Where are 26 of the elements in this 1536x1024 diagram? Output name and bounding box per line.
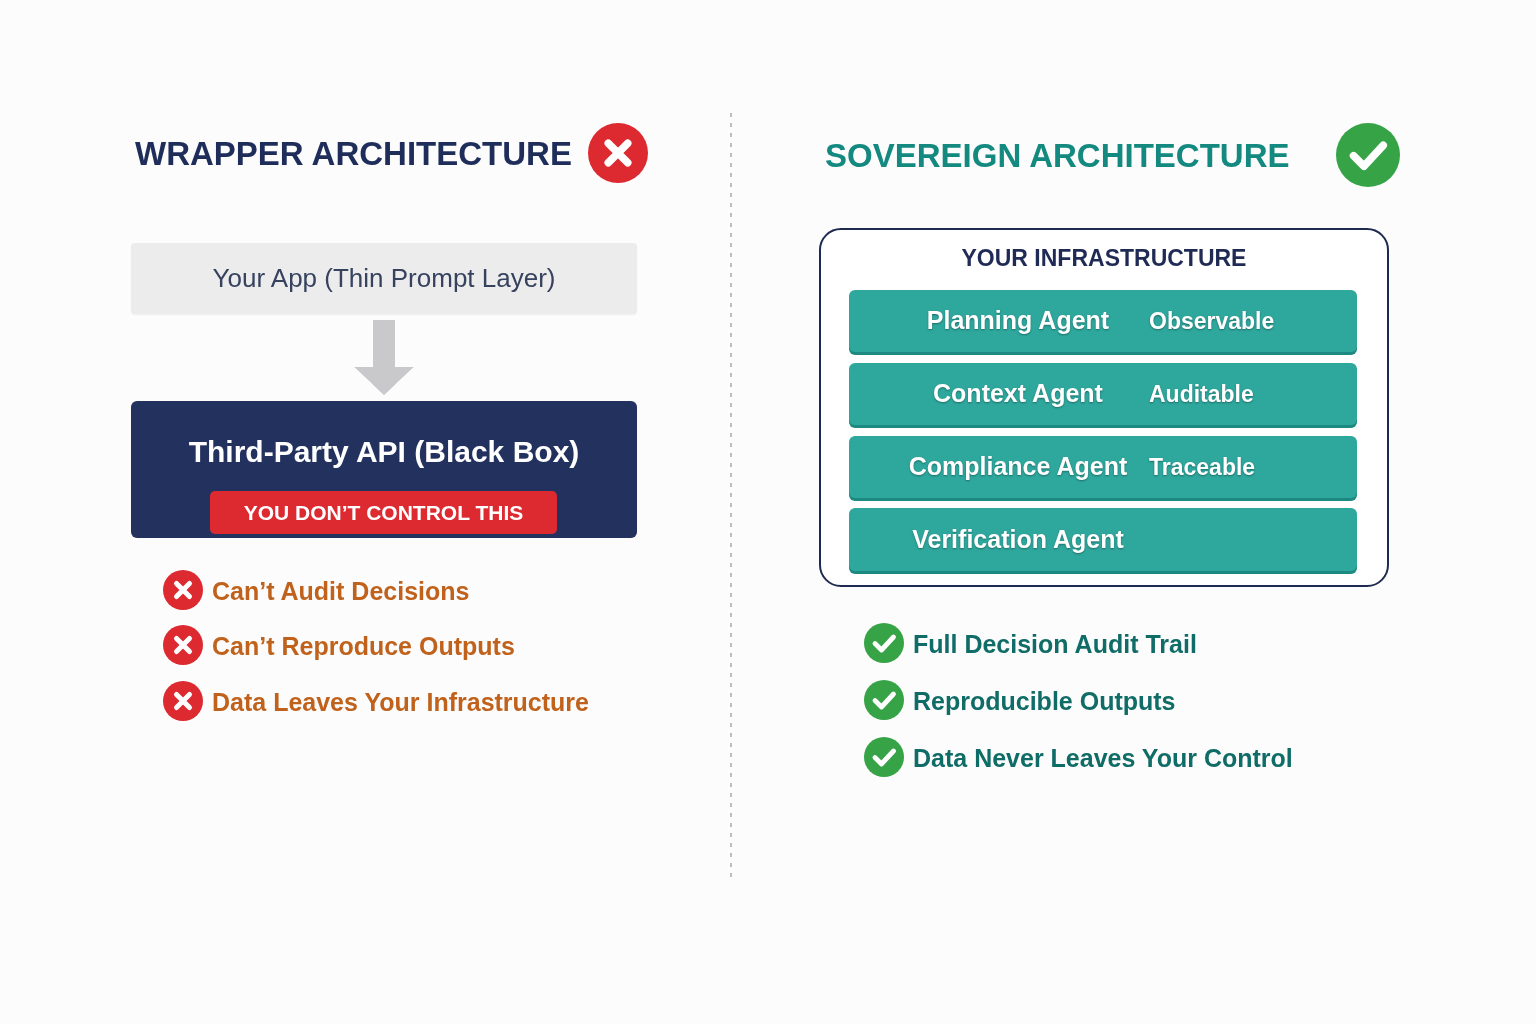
benefit-text: Data Never Leaves Your Control	[913, 743, 1293, 773]
box-title: Third-Party API (Black Box)	[188, 434, 580, 470]
benefit-text: Full Decision Audit Trail	[913, 629, 1197, 659]
warning-badge: YOU DON’T CONTROL THIS	[210, 491, 557, 534]
infrastructure-container	[819, 228, 1389, 587]
agent-bar	[849, 436, 1357, 498]
agent-name: Planning Agent	[926, 305, 1110, 337]
container-title: YOUR INFRASTRUCTURE	[961, 244, 1247, 273]
section-heading: WRAPPER ARCHITECTURE	[135, 134, 572, 174]
drawback-text: Data Leaves Your Infrastructure	[212, 687, 589, 717]
agent-name: Context Agent	[933, 378, 1103, 410]
agent-bar	[849, 363, 1357, 425]
drawback-text: Can’t Reproduce Outputs	[212, 631, 515, 661]
agent-property: Observable	[1149, 306, 1275, 336]
block-arrow	[354, 320, 414, 395]
api-box	[131, 401, 637, 538]
benefit-text: Reproducible Outputs	[913, 686, 1176, 716]
agent-bar	[849, 290, 1357, 352]
agent-name: Verification Agent	[912, 523, 1124, 555]
agent-name: Compliance Agent	[908, 451, 1128, 483]
agent-bar	[849, 508, 1357, 571]
box-label: Your App (Thin Prompt Layer)	[212, 262, 556, 295]
drawback-text: Can’t Audit Decisions	[212, 576, 470, 606]
agent-property: Auditable	[1149, 379, 1254, 409]
section-heading: SOVEREIGN ARCHITECTURE	[825, 136, 1290, 176]
agent-property: Traceable	[1149, 452, 1256, 482]
